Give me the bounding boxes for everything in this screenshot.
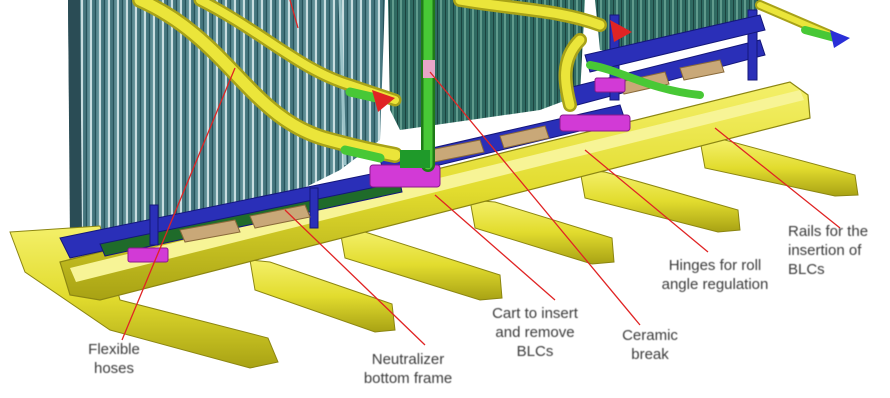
callout-line-rails: [714, 127, 841, 229]
flexible-hoses: [132, 0, 835, 163]
beam-line-component-middle: [388, 0, 585, 130]
roll-angle-hinges: [127, 77, 631, 263]
callout-line-flexible-hoses: [121, 67, 236, 341]
label-hinges: Hinges for roll angle regulation: [661, 257, 769, 293]
green-pipes: [340, 0, 839, 172]
callout-lines: [121, 0, 841, 346]
transverse-rails: [9, 139, 859, 369]
callout-line-bottom-frame: [284, 209, 426, 346]
callout-line-cart: [434, 194, 556, 301]
label-neutralizer-bottom-frame: Neutralizer bottom frame: [363, 351, 453, 387]
callout-line-hinges: [584, 149, 709, 253]
callout-line-top: [289, 0, 299, 29]
callout-line-ceramic-break: [429, 71, 641, 326]
label-rails: Rails for the insertion of BLCs: [788, 223, 869, 278]
label-cart: Cart to insert and remove BLCs: [492, 305, 578, 360]
label-flexible-hoses: Flexible hoses: [88, 341, 140, 377]
label-ceramic-break: Ceramic break: [622, 327, 678, 363]
flow-arrows: [372, 20, 850, 112]
beam-line-component-right: [595, 0, 760, 55]
